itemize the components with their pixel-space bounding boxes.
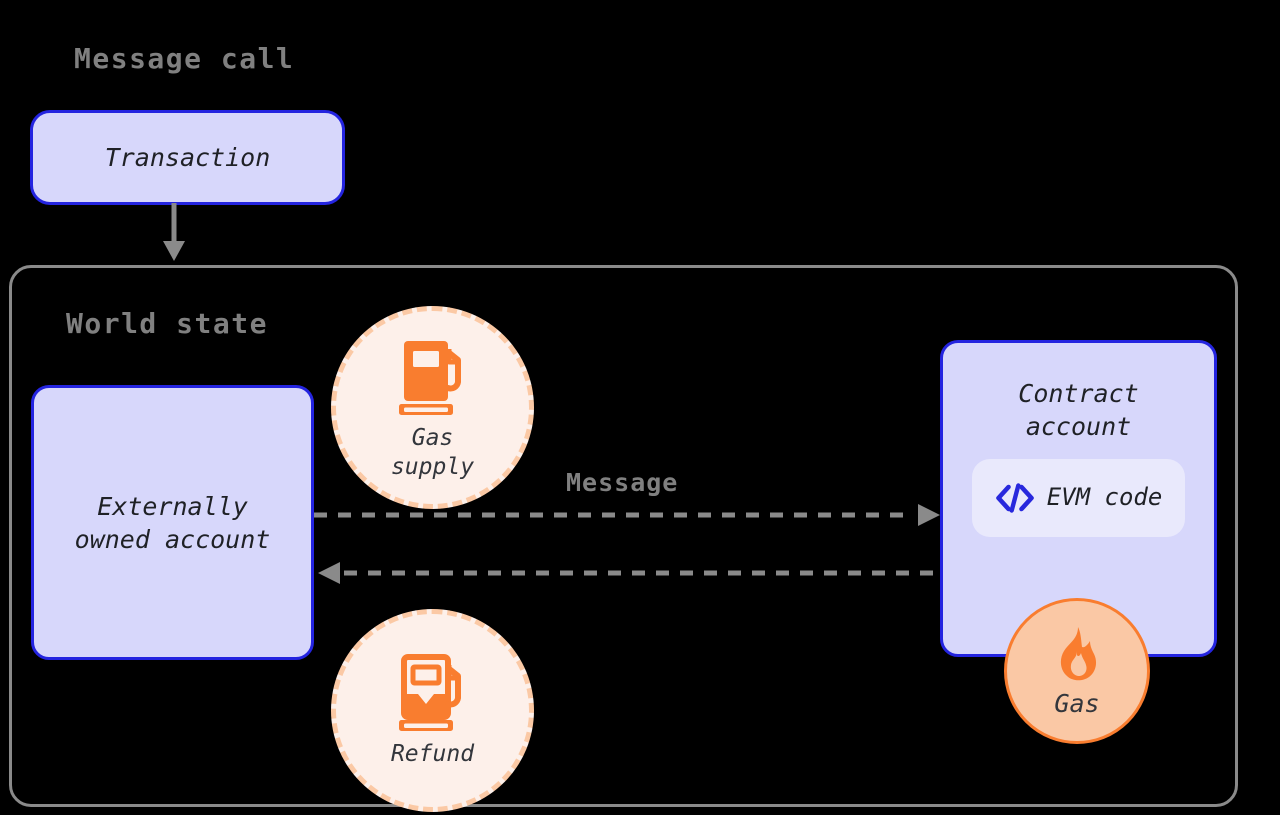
eoa-label-line1: Externally (97, 491, 248, 521)
flame-icon (1060, 626, 1097, 680)
contract-account-label: Contract account (1018, 377, 1138, 443)
refund-badge: Refund (331, 609, 534, 812)
eoa-label-line2: owned account (74, 524, 271, 554)
return-arrow (318, 562, 944, 584)
world-state-title: World state (66, 307, 268, 340)
gas-supply-badge: Gas supply (331, 306, 534, 509)
transaction-label: Transaction (104, 143, 271, 172)
gas-badge: Gas (1004, 598, 1150, 744)
world-state-container (9, 265, 1238, 807)
contract-label-line2: account (1025, 412, 1132, 441)
refund-label: Refund (390, 741, 475, 768)
code-brackets-icon (995, 483, 1034, 513)
gas-label: Gas (1054, 688, 1100, 718)
contract-label-line1: Contract (1018, 379, 1139, 408)
fuel-pump-full-icon (398, 340, 461, 415)
evm-code-label: EVM code (1046, 483, 1163, 512)
externally-owned-account-node[interactable]: Externally owned account (31, 385, 314, 660)
message-call-title: Message call (74, 42, 295, 75)
transaction-node[interactable]: Transaction (30, 110, 345, 205)
fuel-pump-partial-icon (398, 654, 461, 732)
message-edge-label: Message (566, 468, 679, 497)
message-arrow (314, 504, 940, 526)
transaction-to-world-state-arrow (163, 203, 185, 261)
gas-supply-label: Gas supply (390, 424, 475, 480)
evm-code-badge[interactable]: EVM code (972, 459, 1185, 537)
